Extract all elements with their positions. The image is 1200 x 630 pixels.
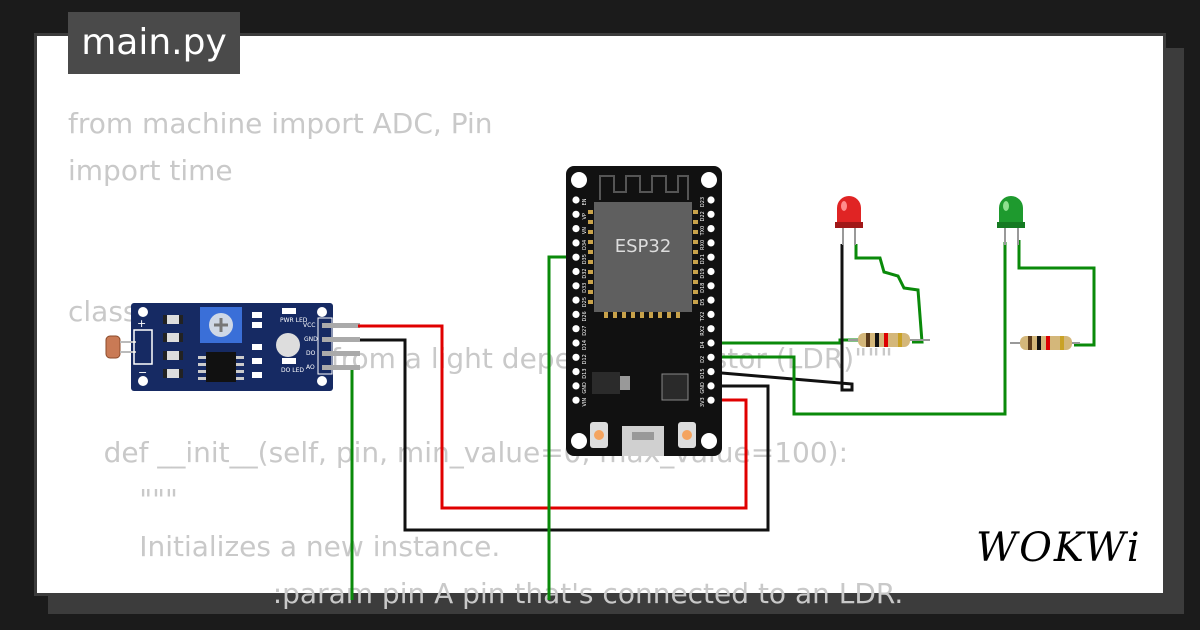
ldr-module[interactable]: + − PWR LED DO LED VCC GND DO AO <box>105 303 360 391</box>
esp32-right-pin[interactable] <box>707 368 715 376</box>
code-line: from machine import ADC, Pin <box>68 107 493 140</box>
esp32-left-pin[interactable] <box>572 310 580 318</box>
esp32-right-pin[interactable] <box>707 396 715 404</box>
esp32-board[interactable]: ESP32 ENVPVND34D35D32D33D25D26D27D14D12D… <box>566 166 722 456</box>
svg-text:+: + <box>137 317 146 330</box>
ldr-pin-ao: AO <box>306 364 315 371</box>
ldr-pin-do: DO <box>306 350 316 357</box>
esp32-left-pin-label: D25 <box>582 297 588 307</box>
esp32-left-pin-label: D34 <box>582 240 588 250</box>
file-tab-label: main.py <box>81 22 227 63</box>
esp32-left-pin-label: D35 <box>582 254 588 264</box>
esp32-left-pin-label: D27 <box>582 326 588 336</box>
esp32-left-pin-label: D13 <box>582 368 588 378</box>
esp32-left-pin[interactable] <box>572 396 580 404</box>
esp32-right-pin-label: D19 <box>700 268 706 278</box>
wokwi-logo-text: WOKWi <box>976 525 1142 571</box>
ao-wire <box>350 366 358 600</box>
esp32-left-pin[interactable] <box>572 239 580 247</box>
esp32-right-pin[interactable] <box>707 239 715 247</box>
esp32-chip-label: ESP32 <box>615 236 672 257</box>
esp32-left-pin[interactable] <box>572 382 580 390</box>
esp32-right-pin-label: D21 <box>700 254 706 264</box>
d2-wire <box>710 242 1007 416</box>
esp32-left-pin-label: D33 <box>582 283 588 293</box>
gnd-wire <box>358 338 770 532</box>
esp32-left-pin[interactable] <box>572 296 580 304</box>
wokwi-logo: WOKWi <box>976 525 1142 571</box>
code-line: """ <box>68 483 178 516</box>
d4-wire <box>710 338 860 345</box>
file-tab[interactable]: main.py <box>68 12 240 74</box>
code-line: :param pin A pin that's connected to an … <box>68 577 904 610</box>
esp32-right-pin[interactable] <box>707 253 715 261</box>
esp32-left-pin-label: EN <box>582 198 588 205</box>
esp32-left-pin[interactable] <box>572 267 580 276</box>
esp32-right-pin-label: D4 <box>700 341 706 348</box>
photoresistor <box>105 335 121 359</box>
svg-text:−: − <box>138 366 147 379</box>
resistor-green-led[interactable] <box>1010 336 1080 350</box>
esp32-right-pin[interactable] <box>707 282 715 290</box>
esp32-left-pin-label: VN <box>582 227 588 234</box>
esp32-right-pin-label: D2 <box>700 356 706 363</box>
esp32-left-pin-label: D32 <box>582 268 588 278</box>
code-line: class <box>68 295 138 328</box>
esp32-right-pin[interactable] <box>707 196 715 204</box>
esp32-right-pin-label: D15 <box>700 368 706 378</box>
vcc-wire <box>358 324 748 510</box>
esp32-left-pin-label: D12 <box>582 354 588 364</box>
esp32-right-pin[interactable] <box>707 382 715 390</box>
esp32-left-pin[interactable] <box>572 339 580 347</box>
esp32-right-pin[interactable] <box>707 310 715 318</box>
esp32-right-pin-label: D23 <box>700 197 706 207</box>
esp32-right-pin-label: GND <box>700 382 706 394</box>
code-line: Initializes a new instance. <box>68 530 501 563</box>
esp32-right-pin-label: RX2 <box>700 326 706 336</box>
code-line: import time <box>68 154 233 187</box>
esp32-left-pin[interactable] <box>572 325 580 333</box>
esp32-left-pin-label: GND <box>582 382 588 394</box>
green-led[interactable] <box>997 196 1025 245</box>
esp32-left-pin[interactable] <box>572 253 580 261</box>
esp32-right-pin-label: 3V3 <box>700 397 706 407</box>
esp32-right-pin-label: D22 <box>700 211 706 221</box>
esp32-right-pin-label: TX2 <box>700 312 706 323</box>
esp32-right-pin[interactable] <box>707 339 715 347</box>
red-led[interactable] <box>835 196 863 245</box>
esp32-left-pin[interactable] <box>572 282 580 290</box>
code-line: def __init__(self, pin, min_value=0, max… <box>68 436 849 469</box>
do-led-label: DO LED <box>281 367 304 374</box>
ldr-pin-gnd: GND <box>304 336 318 343</box>
esp32-right-pin[interactable] <box>707 353 715 361</box>
esp32-left-pin-label: D26 <box>582 311 588 321</box>
esp32-left-pin[interactable] <box>572 210 580 218</box>
esp32-left-pin-label: VIN <box>582 398 588 407</box>
esp32-right-pin-label: D5 <box>700 299 706 306</box>
esp32-right-pin-label: RX0 <box>700 240 706 250</box>
resistor-red-led[interactable] <box>848 333 930 347</box>
esp32-left-pin[interactable] <box>572 353 580 361</box>
esp32-left-pin[interactable] <box>572 225 580 233</box>
esp32-right-pin[interactable] <box>707 325 715 333</box>
esp32-right-pin[interactable] <box>707 267 715 276</box>
esp32-right-pin-label: TX0 <box>700 226 706 237</box>
usb-port <box>622 426 664 456</box>
esp32-left-pin[interactable] <box>572 196 580 204</box>
pwr-led-label: PWR LED <box>280 317 308 324</box>
esp32-chip <box>594 202 692 312</box>
esp32-right-pin[interactable] <box>707 210 715 218</box>
esp32-left-pin-label: VP <box>582 213 588 219</box>
esp32-right-pin[interactable] <box>707 296 715 304</box>
esp32-left-pin-label: D14 <box>582 340 588 350</box>
green-led-anode-wire <box>1017 240 1096 347</box>
esp32-left-pin[interactable] <box>572 368 580 376</box>
led-gnd-wire <box>709 244 854 392</box>
esp32-right-pin-label: D18 <box>700 283 706 293</box>
red-led-anode-wire <box>854 244 924 344</box>
esp32-right-pin[interactable] <box>707 225 715 233</box>
ldr-pin-vcc: VCC <box>303 322 315 329</box>
